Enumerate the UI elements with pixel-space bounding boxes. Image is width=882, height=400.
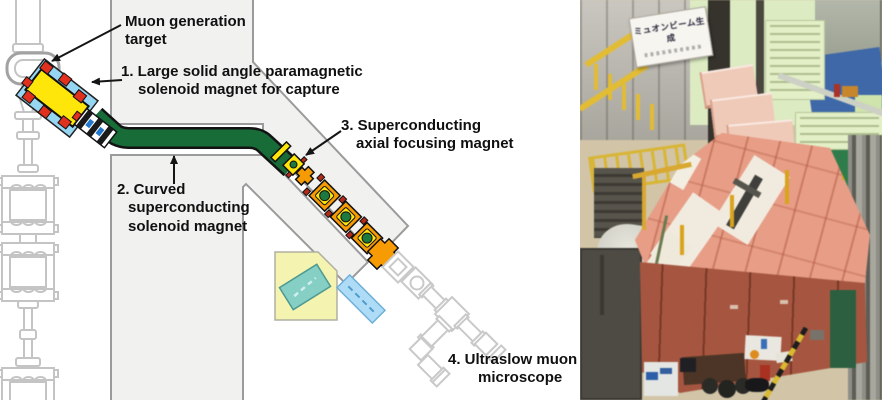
arrow-capture	[91, 77, 123, 86]
laser-port	[335, 273, 387, 325]
photo-monitor	[680, 358, 696, 372]
photo-red-flag	[834, 84, 840, 97]
arrow-axial	[305, 130, 342, 156]
label-curved-solenoid: 2. Curved superconducting solenoid magne…	[117, 181, 250, 235]
label-ultraslow-muon-microscope: 4. Ultraslow muon microscope	[448, 351, 578, 387]
photo-pillar-thin	[756, 0, 764, 150]
facility-photo: ミュオンビーム生成	[580, 0, 882, 400]
photo-drum	[702, 378, 718, 394]
capture-solenoid	[14, 57, 118, 149]
photo-bottle	[761, 339, 767, 349]
photo-pipe	[600, 255, 604, 315]
shield-wall-lower	[110, 154, 370, 400]
photo-drum	[718, 380, 736, 398]
photo-front-tag	[780, 300, 788, 304]
microscope-beamline	[381, 250, 507, 388]
photo-helmet	[750, 350, 759, 359]
proton-beamline	[0, 0, 61, 400]
focusing-cell	[308, 179, 342, 213]
photo-red-can	[760, 365, 770, 381]
photo-yellow-post	[680, 225, 684, 255]
photo-rail-post	[636, 94, 640, 120]
target-chamber-window	[278, 263, 332, 311]
annotation-arrows	[51, 24, 342, 184]
label-axial-focusing-magnet: 3. Superconducting axial focusing magnet	[341, 117, 514, 153]
photo-rail-post	[594, 64, 598, 90]
label-muon-generation-target: Muon generation target	[125, 13, 246, 49]
photo-green-cabinet	[830, 290, 856, 368]
photo-misc-box	[810, 330, 824, 340]
curved-solenoid	[87, 107, 299, 177]
photo-rail-post	[650, 104, 654, 130]
photo-front-tag	[730, 305, 738, 309]
photo-blue-panel	[646, 372, 658, 380]
photo-yellow-post	[730, 195, 734, 227]
focusing-cell	[329, 200, 363, 234]
photo-rail-post	[622, 84, 626, 110]
photo-blue-panel	[660, 368, 672, 374]
beamline-schematic	[0, 0, 507, 400]
arrow-target	[51, 24, 122, 62]
photo-yellow-post	[785, 170, 789, 204]
photo-dark-machinery	[580, 248, 642, 400]
photo-orange-box	[842, 86, 858, 97]
capture-coils	[20, 60, 88, 130]
photo-shield-block-top	[634, 132, 870, 284]
photo-black-bag	[745, 378, 769, 392]
label-capture-solenoid: 1. Large solid angle paramagnetic soleno…	[121, 63, 363, 99]
photo-scene: ミュオンビーム生成	[580, 0, 882, 400]
photo-rail-cross-post	[642, 172, 646, 230]
capture-connector	[73, 107, 118, 149]
photo-rail-post	[608, 74, 612, 100]
